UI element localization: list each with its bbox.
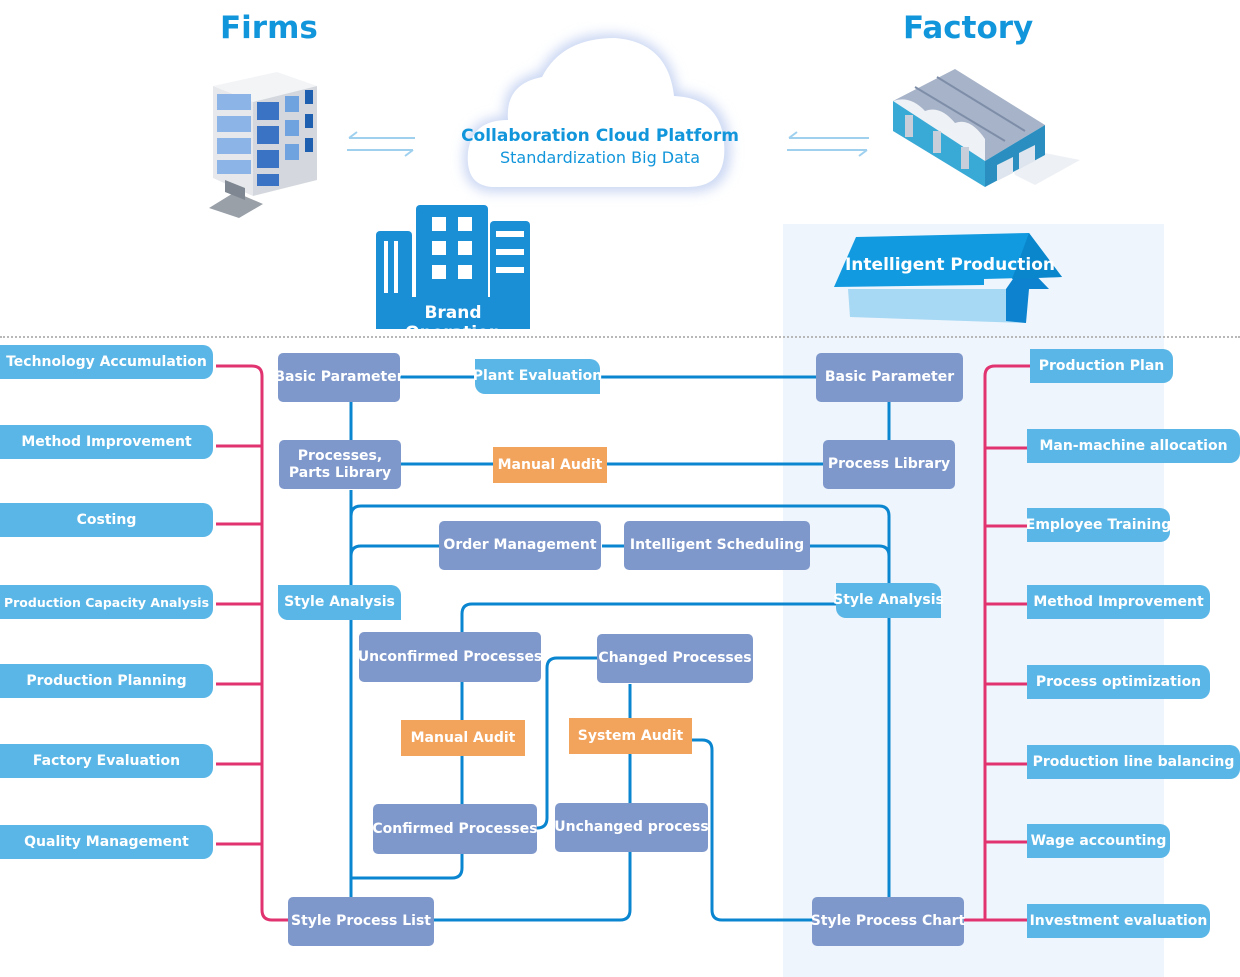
- plant-evaluation-node[interactable]: Plant Evaluation: [473, 359, 602, 394]
- right-feature-method-improvement[interactable]: Method Improvement: [1027, 585, 1210, 619]
- process-library-node[interactable]: Process Library: [823, 440, 955, 489]
- cloud-title: Collaboration Cloud Platform: [461, 126, 739, 146]
- right-feature-production-plan[interactable]: Production Plan: [1030, 349, 1173, 383]
- factory-basic-parameter-node[interactable]: Basic Parameter: [816, 353, 963, 402]
- bidirectional-arrows-icon: [347, 131, 415, 157]
- left-feature-production-capacity-analysis[interactable]: Production Capacity Analysis: [0, 585, 213, 619]
- pink-connectors: [216, 364, 1030, 922]
- right-feature-employee-training[interactable]: Employee Training: [1026, 508, 1171, 542]
- factory-style-analysis-node[interactable]: Style Analysis: [833, 583, 944, 618]
- manual-audit-mid-node[interactable]: Manual Audit: [401, 720, 525, 756]
- left-feature-factory-evaluation[interactable]: Factory Evaluation: [0, 744, 213, 778]
- cloud-subtitle: Standardization Big Data: [499, 148, 701, 167]
- left-feature-technology-accumulation[interactable]: Technology Accumulation: [0, 345, 213, 379]
- right-feature-investment-evaluation[interactable]: Investment evaluation: [1027, 904, 1210, 938]
- intelligent-production-icon: Intelligent Production: [834, 233, 1064, 325]
- style-process-list-node[interactable]: Style Process List: [288, 897, 434, 946]
- factory-title: Factory: [903, 10, 1034, 46]
- processes-parts-library-line2: Parts Library: [288, 464, 392, 481]
- unconfirmed-processes-node[interactable]: Unconfirmed Processes: [358, 632, 542, 682]
- confirmed-processes-node[interactable]: Confirmed Processes: [372, 804, 538, 854]
- brand-operation-icon: Brand Operation: [376, 205, 530, 343]
- bidirectional-arrows-icon: [787, 131, 869, 157]
- factory-icon: [893, 69, 1080, 187]
- system-audit-node[interactable]: System Audit: [569, 718, 692, 754]
- left-feature-method-improvement[interactable]: Method Improvement: [0, 425, 213, 459]
- left-feature-costing[interactable]: Costing: [0, 503, 213, 537]
- brand-basic-parameter-node[interactable]: Basic Parameter: [274, 353, 404, 402]
- brand-style-analysis-node[interactable]: Style Analysis: [278, 585, 401, 620]
- unchanged-process-node[interactable]: Unchanged process: [554, 803, 709, 852]
- style-process-chart-node[interactable]: Style Process Chart: [811, 897, 965, 946]
- processes-parts-library-node[interactable]: Processes, Parts Library: [279, 440, 401, 489]
- manual-audit-top-node[interactable]: Manual Audit: [493, 447, 607, 483]
- blue-connectors: [349, 375, 891, 922]
- processes-parts-library-line1: Processes,: [297, 447, 383, 464]
- right-feature-process-optimization[interactable]: Process optimization: [1027, 665, 1210, 699]
- right-feature-man-machine-allocation[interactable]: Man-machine allocation: [1027, 429, 1240, 463]
- order-management-node[interactable]: Order Management: [439, 521, 601, 570]
- firms-title: Firms: [220, 10, 318, 46]
- changed-processes-node[interactable]: Changed Processes: [597, 634, 753, 683]
- brand-operation-label: Brand Operation: [405, 303, 501, 343]
- section-divider: [0, 336, 1240, 338]
- right-feature-production-line-balancing[interactable]: Production line balancing: [1027, 745, 1240, 779]
- right-feature-wage-accounting[interactable]: Wage accounting: [1027, 824, 1170, 858]
- cloud-icon: [463, 33, 731, 193]
- intelligent-scheduling-node[interactable]: Intelligent Scheduling: [624, 521, 810, 570]
- left-feature-quality-management[interactable]: Quality Management: [0, 825, 213, 859]
- intelligent-production-label: Intelligent Production: [844, 255, 1056, 275]
- left-feature-production-planning[interactable]: Production Planning: [0, 664, 213, 698]
- office-building-icon: [209, 72, 317, 218]
